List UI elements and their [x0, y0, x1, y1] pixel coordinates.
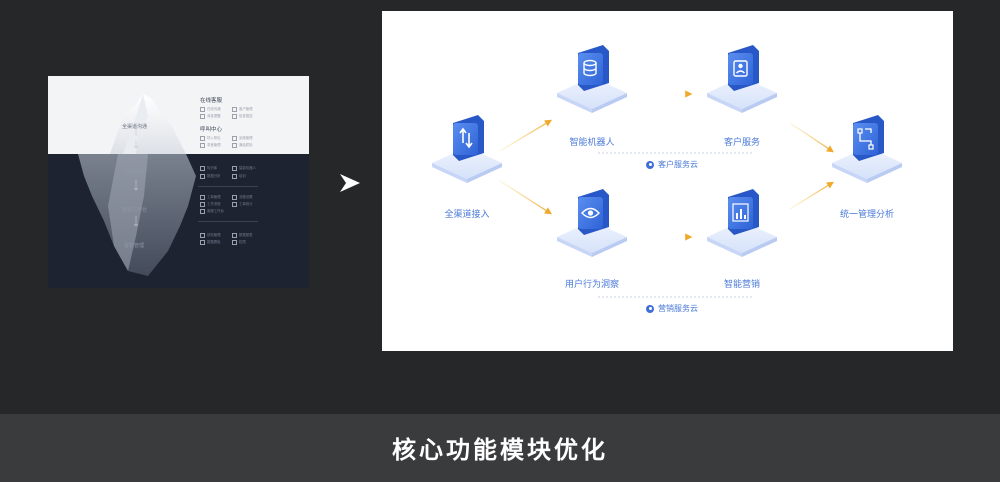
- architecture-diagram-card: 全渠道接入 智能机器人 客户服务 用户行为洞察 智能营销 统一管理分析 客户服务…: [382, 11, 953, 351]
- iceberg-thumbnail: 全渠道沟通 智能服务 客服工作台 客服管理 在线客服 在线沟通 客户管理 消息提…: [48, 76, 309, 288]
- node-robot-label: 智能机器人: [569, 138, 615, 148]
- node-marketing-icon: [707, 189, 777, 257]
- group-1-item: 智能机器人: [232, 165, 256, 171]
- node-behavior-icon: [557, 189, 627, 257]
- transition-arrow-icon: [340, 174, 360, 192]
- call-item: 录音管理: [200, 142, 221, 148]
- online-item: 信息推送: [232, 113, 253, 119]
- online-item: 客户管理: [232, 106, 253, 112]
- user-icon: [646, 160, 654, 169]
- group-2-item: 工单统计: [232, 201, 253, 207]
- group-2-item: 工作流程: [200, 201, 221, 207]
- node-service-label: 客户服务: [723, 138, 761, 148]
- marketing-cloud-label: 营销服务云: [646, 303, 698, 314]
- presentation-stage: 全渠道沟通 智能服务 客服工作台 客服管理 在线客服 在线沟通 客户管理 消息提…: [0, 0, 1000, 414]
- group-1-item: 培训: [232, 173, 246, 179]
- node-behavior-label: 用户行为洞察: [564, 280, 620, 290]
- node-robot-icon: [557, 45, 627, 113]
- connector-omni-behavior: [499, 180, 553, 215]
- user-icon: [646, 304, 654, 313]
- call-item: 坐席管理: [232, 135, 253, 141]
- iceberg-level-3: 客服工作台: [122, 207, 148, 213]
- iceberg-level-4: 客服管理: [124, 243, 145, 249]
- node-marketing-label: 智能营销: [723, 280, 761, 290]
- connector-service-analysis: [789, 122, 834, 153]
- group-3-item: 数据看板: [200, 239, 221, 245]
- connector-omni-robot: [499, 119, 553, 152]
- group-3-item: 数据报表: [232, 232, 253, 238]
- call-item: 呼入呼出: [200, 135, 221, 141]
- node-analysis-label: 统一管理分析: [839, 210, 895, 220]
- service-cloud-label: 客户服务云: [646, 159, 698, 170]
- iceberg-level-2: 智能服务: [124, 170, 145, 176]
- group-3-item: 权限: [232, 239, 246, 245]
- section-call-title: 呼叫中心: [200, 127, 223, 133]
- slide-caption: 核心功能模块优化: [392, 436, 608, 464]
- group-1-item: 知识库: [200, 165, 217, 171]
- diagram-graphics: [432, 45, 902, 298]
- section-online-title: 在线客服: [200, 98, 223, 104]
- node-service-icon: [707, 45, 777, 113]
- call-item: 通话质检: [232, 142, 253, 148]
- connector-marketing-analysis: [789, 181, 835, 210]
- group-3-item: 绩效管理: [200, 232, 221, 238]
- group-2-item: 流程设置: [232, 194, 253, 200]
- caption-bar: 核心功能模块优化: [0, 414, 1000, 482]
- group-divider: [198, 221, 258, 222]
- node-omni-icon: [432, 115, 502, 183]
- node-analysis-icon: [832, 115, 902, 183]
- online-item: 在线沟通: [200, 106, 221, 112]
- group-1-item: 数据分析: [200, 173, 221, 179]
- iceberg-level-1: 全渠道沟通: [122, 124, 148, 130]
- group-2-item: 客服工作台: [200, 208, 224, 214]
- group-divider: [198, 186, 258, 187]
- group-2-item: 工单管理: [200, 194, 221, 200]
- iceberg-illustration: [78, 94, 196, 276]
- online-item: 消息提醒: [200, 113, 221, 119]
- node-omni-label: 全渠道接入: [444, 210, 490, 220]
